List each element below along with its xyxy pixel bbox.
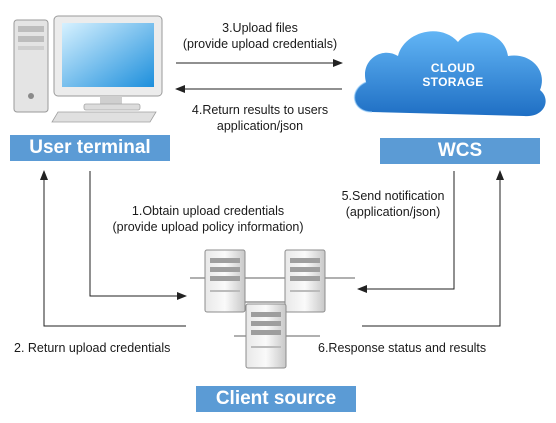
arrow-step5 [357,171,455,293]
client-source-label: Client source [196,386,356,412]
step1-label: 1.Obtain upload credentials (provide upl… [88,203,328,235]
user-terminal-label: User terminal [10,135,170,161]
step4-detail: application/json [216,119,304,133]
cloud-label-line1: CLOUD [430,61,476,75]
step3-detail: (provide upload credentials) [182,37,338,51]
cloud-label-line2: STORAGE [422,75,484,89]
step3-title: 3.Upload files [222,21,298,35]
server-cluster-icon [190,249,355,369]
step4-label: 4.Return results to users application/js… [160,102,360,134]
step5-detail: (application/json) [345,205,441,219]
step5-label: 5.Send notification (application/json) [318,188,468,220]
step3-label: 3.Upload files (provide upload credentia… [160,20,360,52]
step1-title: 1.Obtain upload credentials [131,204,285,218]
wcs-label: WCS [380,138,540,164]
arrow-step1 [89,171,187,300]
step2-label: 2. Return upload credentials [14,341,171,355]
step5-title: 5.Send notification [341,189,445,203]
server-left-icon [204,249,246,313]
server-bottom-icon [245,303,287,369]
step4-title: 4.Return results to users [191,103,329,117]
arrow-step2 [40,170,186,327]
cloud-icon [353,31,546,117]
step6-label: 6.Response status and results [318,341,487,355]
arrow-step6 [362,170,504,327]
server-right-icon [284,249,326,313]
computer-icon [13,15,163,123]
step1-detail: (provide upload policy information) [112,220,304,234]
